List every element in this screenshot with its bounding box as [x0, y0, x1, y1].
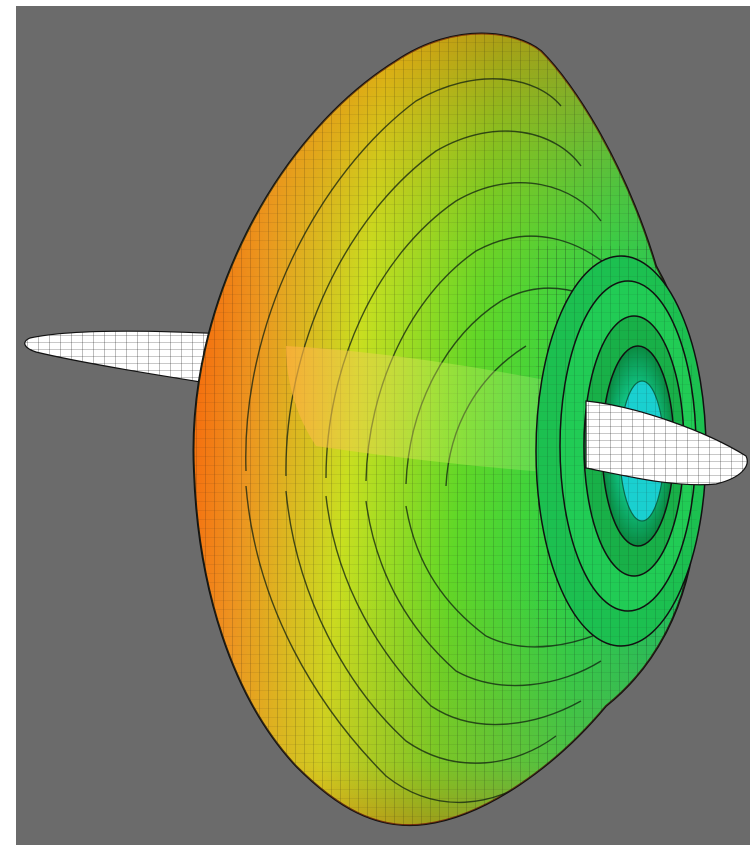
render-viewport	[16, 6, 750, 845]
spike-through-band	[286, 346, 606, 476]
wireframe-mesh-scene	[24, 32, 748, 827]
